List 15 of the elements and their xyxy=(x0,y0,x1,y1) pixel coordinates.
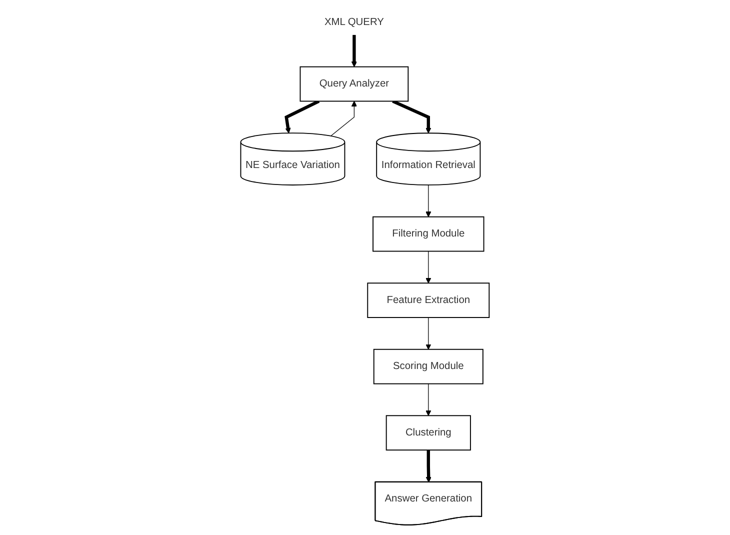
node-box: Query Analyzer xyxy=(300,66,409,102)
node-box: Clustering xyxy=(386,415,471,451)
arrow xyxy=(426,383,432,416)
arrow xyxy=(392,100,432,134)
arrow xyxy=(426,317,432,350)
node-box: Filtering Module xyxy=(372,216,484,252)
node-box: Feature Extraction xyxy=(367,282,490,318)
arrow xyxy=(426,450,432,482)
node-text: XML QUERY xyxy=(324,16,384,28)
arrow xyxy=(426,250,432,284)
arrow xyxy=(284,100,320,134)
node-box: Scoring Module xyxy=(373,348,484,384)
arrow xyxy=(351,34,358,68)
arrow xyxy=(426,184,432,218)
arrow xyxy=(330,100,358,136)
